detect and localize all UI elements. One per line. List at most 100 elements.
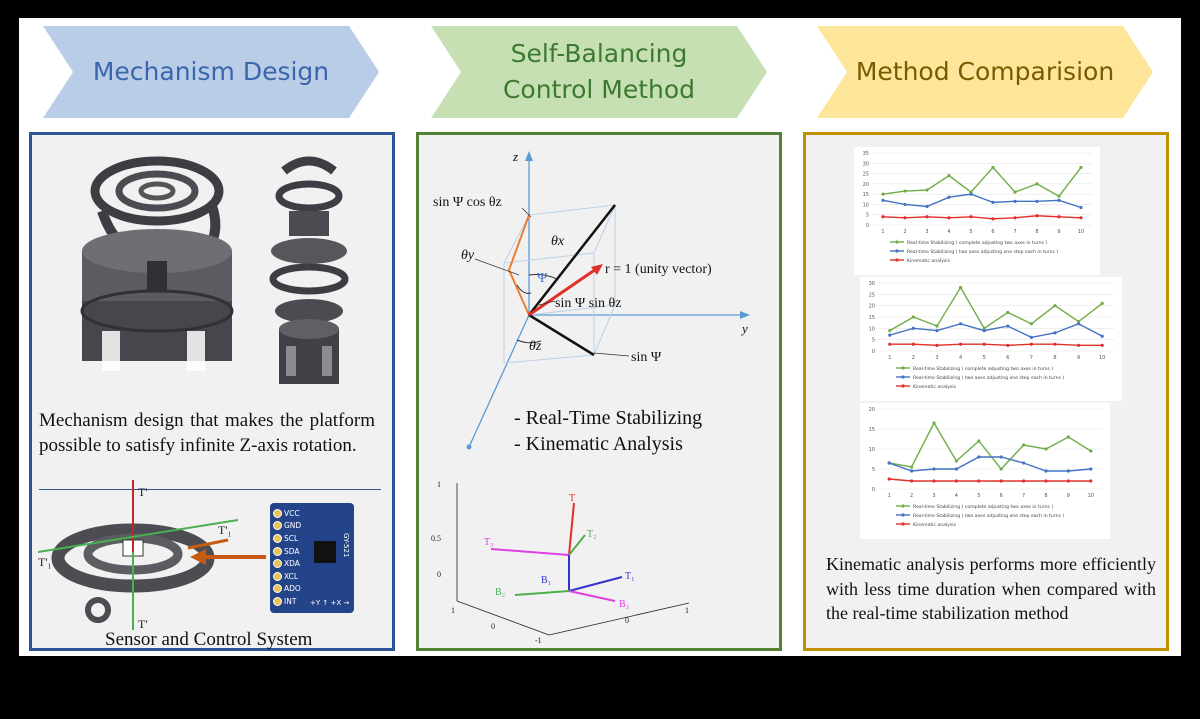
series-line (889, 323, 1103, 339)
x-tick-label: 4 (947, 229, 950, 235)
data-point (1029, 342, 1033, 346)
legend-marker (895, 258, 899, 262)
data-point (977, 439, 981, 443)
data-point (935, 343, 939, 347)
sensor-pin: XDA (273, 557, 317, 570)
legend-label: Real-time Stabilizing ( two axes adjusti… (913, 513, 1064, 519)
x-tick-label: 9 (1067, 493, 1070, 499)
data-point (1089, 449, 1093, 453)
x-tick-label: 9 (1077, 355, 1080, 361)
data-point (910, 469, 914, 473)
label-left: T'₁ (38, 555, 52, 569)
x-tick-label: 2 (912, 355, 915, 361)
label-theta-y: θy (461, 248, 475, 263)
data-point (1013, 199, 1017, 203)
x-tick-label: 7 (1030, 355, 1033, 361)
data-point (1053, 304, 1057, 308)
comparison-conclusion: Kinematic analysis performs more efficie… (826, 554, 1156, 623)
y-tick-label: 20 (863, 182, 869, 188)
data-point (1100, 301, 1104, 305)
data-point (888, 342, 892, 346)
sensor-pin: ADO (273, 583, 317, 596)
pin-hole-icon (273, 533, 282, 543)
pin-label: INT (284, 596, 297, 606)
mechanism-render-assembled (80, 156, 234, 371)
data-point (1022, 443, 1026, 447)
tick-z-05: 0.5 (431, 534, 441, 543)
pin-label: ADO (284, 584, 301, 594)
label-sin-psi: sin Ψ (631, 350, 662, 365)
series-line (888, 456, 1091, 472)
legend-label: Real-time Stabilizing ( complete adjusti… (913, 366, 1053, 372)
sensor-pin: SCL (273, 532, 317, 545)
label-theta-z: θz (529, 339, 542, 354)
series-line (889, 421, 1092, 471)
x-tick-label: 10 (1088, 493, 1094, 499)
data-point (910, 465, 914, 469)
data-point (1035, 182, 1039, 186)
data-point (1057, 194, 1061, 198)
tick-x-0: 0 (491, 622, 495, 631)
data-point (1100, 334, 1104, 338)
mechanism-description: Mechanism design that makes the platform… (39, 410, 375, 456)
label-sin-cos: sin Ψ cos θz (433, 195, 502, 210)
sensor-chip-label: GY-521 (342, 533, 350, 558)
axis-label-y: y (740, 321, 748, 336)
x-tick-label: 3 (925, 229, 928, 235)
data-point (903, 189, 907, 193)
data-point (887, 461, 891, 465)
pin-hole-icon (273, 559, 282, 569)
axis-label-z: z (512, 149, 518, 164)
data-point (1053, 342, 1057, 346)
x-tick-label: 4 (955, 493, 958, 499)
data-point (1035, 199, 1039, 203)
y-tick-label: 15 (869, 315, 875, 321)
data-point (881, 215, 885, 219)
data-point (1077, 343, 1081, 347)
data-point (932, 479, 936, 483)
pin-hole-icon (273, 596, 282, 606)
tick-y-0: 0 (625, 616, 629, 625)
x-tick-label: 7 (1022, 493, 1025, 499)
header-label: Mechanism Design (92, 57, 330, 86)
data-point (881, 192, 885, 196)
data-point (1089, 479, 1093, 483)
x-tick-label: 1 (888, 493, 891, 499)
data-point (999, 479, 1003, 483)
legend-marker (901, 504, 905, 508)
legend-label: Real-time Stabilizing ( two axes adjusti… (907, 249, 1058, 255)
data-point (1006, 343, 1010, 347)
header-label: Method Comparision (855, 57, 1115, 86)
pin-label: XDA (284, 559, 300, 569)
data-point (991, 217, 995, 221)
data-point (911, 326, 915, 330)
data-point (947, 174, 951, 178)
frame-label-t2: T₂ (587, 529, 597, 540)
sensor-pin: INT (273, 595, 317, 608)
x-tick-label: 1 (881, 229, 884, 235)
legend-label: Kinematic analysis (913, 522, 957, 528)
legend-label: Real-time Stabilizing ( complete adjusti… (913, 504, 1053, 510)
pin-label: GND (284, 521, 302, 531)
data-point (1100, 343, 1104, 347)
data-point (925, 215, 929, 219)
x-tick-label: 8 (1053, 355, 1056, 361)
data-point (1079, 216, 1083, 220)
panel-mechanism-design: Mechanism design that makes the platform… (29, 132, 395, 651)
legend-marker (895, 249, 899, 253)
data-point (903, 216, 907, 220)
legend-marker (895, 240, 899, 244)
series-line (882, 193, 1082, 209)
data-point (991, 200, 995, 204)
legend-marker (901, 366, 905, 370)
panel-self-balancing: z y sin Ψ cos θz θx θy Ψ r = 1 (unity ve… (416, 132, 782, 651)
data-point (888, 329, 892, 333)
frame-label-b1: B₁ (541, 575, 551, 586)
data-point (1077, 322, 1081, 326)
chevron-shape (817, 26, 1153, 118)
legend-label: Real-time Stabilizing ( complete adjusti… (907, 240, 1047, 246)
legend-label: Kinematic analysis (907, 258, 951, 264)
